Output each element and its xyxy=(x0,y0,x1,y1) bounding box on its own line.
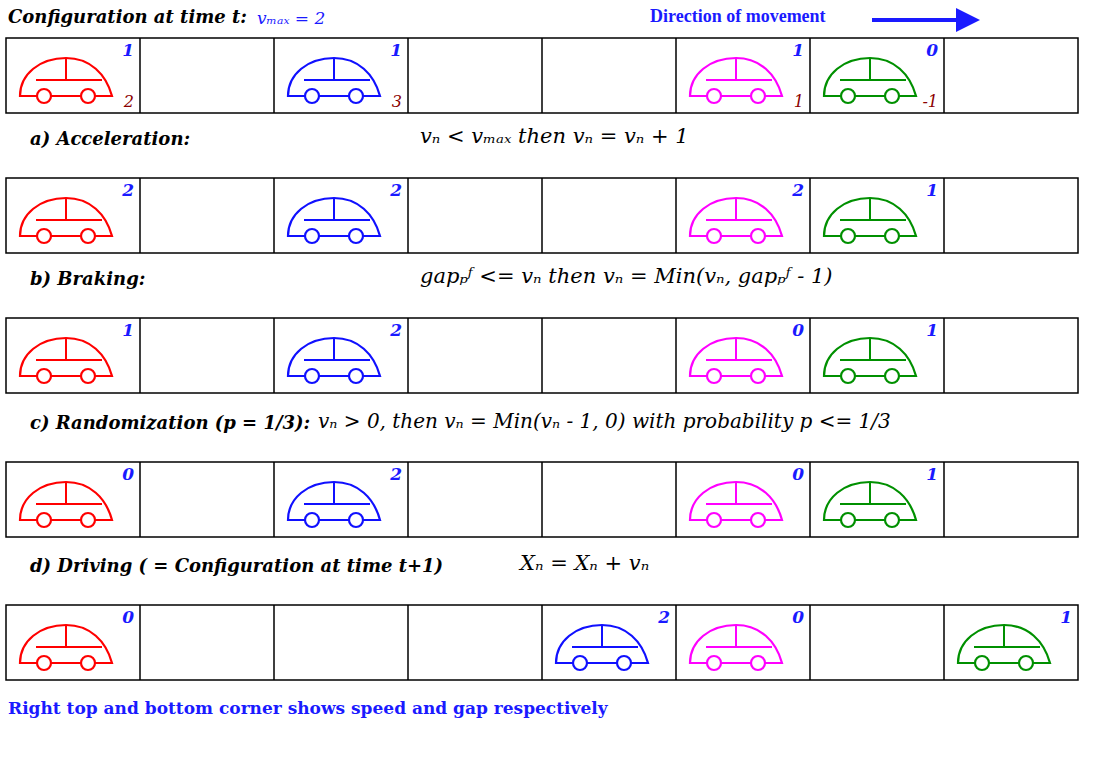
speed-value: 1 xyxy=(926,466,938,483)
road-cell: 1 xyxy=(810,462,944,537)
road-cell: 1 xyxy=(6,318,140,393)
road-cell: 0 xyxy=(676,462,810,537)
speed-value: 0 xyxy=(792,466,804,483)
rule-formula: vₙ < vₘₐₓ then vₙ = vₙ + 1 xyxy=(420,124,689,149)
speed-value: 0 xyxy=(792,609,804,626)
road-cell: 0 xyxy=(6,462,140,537)
gap-value: 2 xyxy=(124,94,134,110)
gap-value: 3 xyxy=(392,94,402,110)
road-cell: 2 xyxy=(676,178,810,253)
road-cell: 13 xyxy=(274,38,408,113)
road-cell: 0 xyxy=(6,605,140,680)
gap-value: -1 xyxy=(922,94,938,110)
road-cell: 1 xyxy=(810,178,944,253)
road-cell: 0 xyxy=(676,605,810,680)
speed-value: 1 xyxy=(122,42,134,59)
direction-arrow xyxy=(872,18,960,22)
road-cell: 1 xyxy=(944,605,1078,680)
speed-value: 1 xyxy=(926,182,938,199)
road-cell: 2 xyxy=(274,462,408,537)
road-cell: 0 -1 xyxy=(810,38,944,113)
rule-formula: Xₙ = Xₙ + vₙ xyxy=(520,551,649,576)
speed-value: 1 xyxy=(926,322,938,339)
speed-value: 1 xyxy=(792,42,804,59)
road-cell: 2 xyxy=(274,318,408,393)
vmax-note: vₘₐₓ = 2 xyxy=(257,8,325,28)
road-cell: 12 xyxy=(6,38,140,113)
road-cell: 2 xyxy=(6,178,140,253)
speed-value: 2 xyxy=(390,182,402,199)
step-label: c) Randomization (p = 1/3): xyxy=(30,412,310,434)
speed-value: 2 xyxy=(792,182,804,199)
speed-value: 0 xyxy=(122,466,134,483)
speed-value: 0 xyxy=(122,609,134,626)
figure-title: Configuration at time t: xyxy=(8,6,247,28)
speed-value: 1 xyxy=(122,322,134,339)
road-cell: 2 xyxy=(274,178,408,253)
rule-formula: gapₚᶠ <= vₙ then vₙ = Min(vₙ, gapₚᶠ - 1) xyxy=(420,264,833,289)
road-cell: 0 xyxy=(676,318,810,393)
road-cell: 2 xyxy=(542,605,676,680)
step-label: b) Braking: xyxy=(30,268,145,290)
gap-value: 1 xyxy=(794,94,804,110)
speed-value: 2 xyxy=(658,609,670,626)
direction-label: Direction of movement xyxy=(650,6,826,28)
speed-value: 1 xyxy=(390,42,402,59)
speed-value: 2 xyxy=(390,322,402,339)
road-cell: 11 xyxy=(676,38,810,113)
speed-value: 0 xyxy=(926,42,938,59)
step-label: d) Driving ( = Configuration at time t+1… xyxy=(30,555,443,577)
speed-value: 0 xyxy=(792,322,804,339)
speed-value: 1 xyxy=(1060,609,1072,626)
figure-caption: Right top and bottom corner shows speed … xyxy=(8,698,608,718)
road-cell: 1 xyxy=(810,318,944,393)
rule-formula: vₙ > 0, then vₙ = Min(vₙ - 1, 0) with pr… xyxy=(318,409,891,433)
speed-value: 2 xyxy=(390,466,402,483)
speed-value: 2 xyxy=(122,182,134,199)
step-label: a) Acceleration: xyxy=(30,128,190,150)
road-cells xyxy=(6,38,1078,680)
cars xyxy=(20,58,1050,670)
